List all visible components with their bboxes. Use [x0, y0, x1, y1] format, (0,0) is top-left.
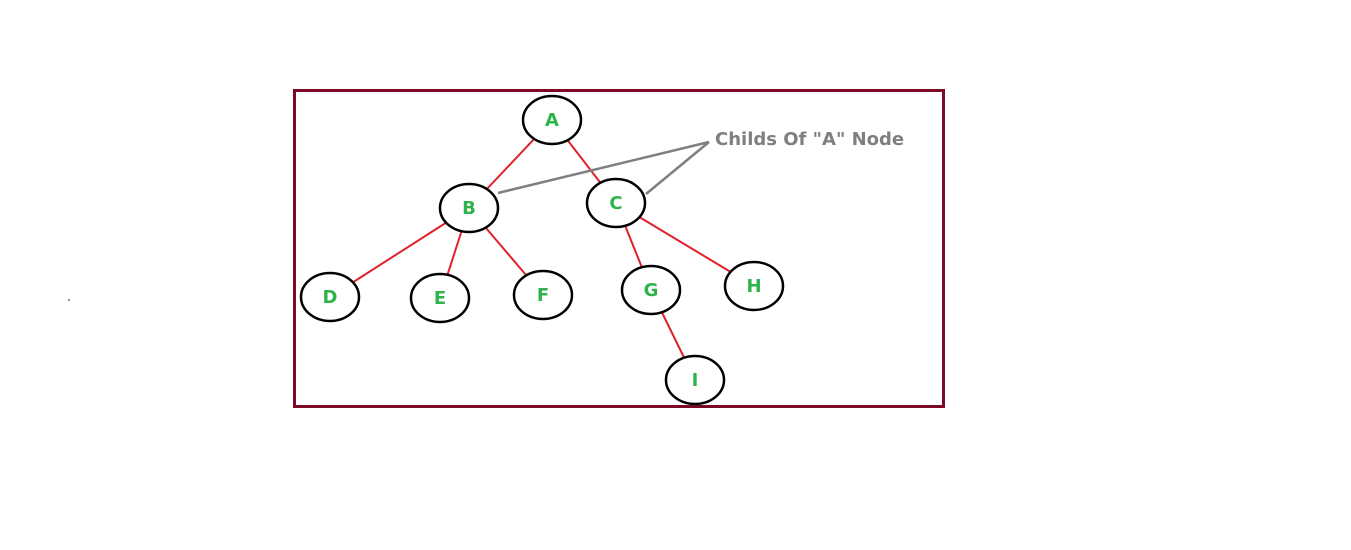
diagram-frame — [293, 89, 945, 408]
node-label: G — [644, 280, 659, 301]
node-label: B — [462, 198, 476, 219]
node-b: B — [438, 182, 500, 234]
node-a: A — [521, 94, 583, 146]
annotation-lines-group — [497, 140, 710, 195]
node-c: C — [585, 177, 647, 229]
annotation-label: Childs Of "A" Node — [715, 129, 904, 150]
node-h: H — [723, 260, 785, 312]
nodes-group: A B C D E F G H I — [299, 94, 785, 406]
node-label: E — [434, 288, 446, 309]
node-label: D — [323, 287, 338, 308]
node-label: C — [609, 193, 622, 214]
node-label: H — [746, 276, 761, 297]
node-circle — [723, 260, 785, 312]
node-circle — [521, 94, 583, 146]
node-circle — [664, 354, 726, 406]
annotation-pointer-b — [497, 140, 710, 195]
node-f: F — [512, 269, 574, 321]
annotation-pointer-c — [645, 141, 710, 195]
node-label: A — [545, 110, 559, 131]
node-circle — [620, 264, 682, 316]
node-circle — [299, 271, 361, 323]
edges-group — [329, 119, 755, 381]
node-circle — [512, 269, 574, 321]
node-i: I — [664, 354, 726, 406]
node-circle — [585, 177, 647, 229]
node-label: F — [537, 285, 549, 306]
stray-dot — [68, 299, 70, 301]
node-d: D — [299, 271, 361, 323]
node-e: E — [409, 272, 471, 324]
node-g: G — [620, 264, 682, 316]
node-circle — [409, 272, 471, 324]
node-circle — [438, 182, 500, 234]
node-label: I — [692, 370, 699, 391]
